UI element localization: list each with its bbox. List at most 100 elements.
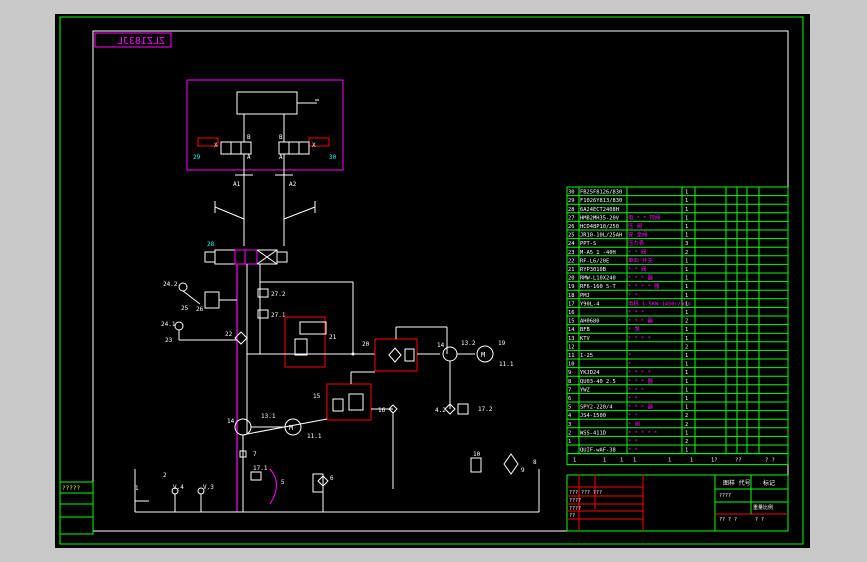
bom-code: PPT-S [580,241,596,247]
bom-no: 11 [568,353,575,359]
svg-text:??: ?? [569,513,575,519]
bom-qty: 1 [685,293,688,299]
bom-qty: 3 [685,241,688,247]
bom-code: JS4-1500 [580,413,606,419]
svg-text:14: 14 [227,418,235,425]
relay-27-1: 27.1 [257,309,286,319]
cylinder [236,91,319,115]
bom-desc: * * [628,293,638,299]
svg-text:5: 5 [281,479,285,486]
svg-text:? ?: ? ? [755,517,764,523]
bom-desc: * * * 器 [628,378,653,385]
bom-desc: 压 阀 [628,222,642,230]
bom-desc: * * 阀 [628,265,646,273]
svg-text:7: 7 [253,451,257,458]
svg-text:6: 6 [330,475,334,482]
bom-code: WSS-411D [580,430,606,436]
bom-qty: 1 [685,215,688,221]
bom-no: 20 [568,276,575,282]
svg-text:X: X [312,142,316,149]
bom-bottom-mark: ? ? [765,458,775,464]
hydraulic-schematic: ZLZ183JL ????? 29 X B A 30 X B A [59,16,804,545]
bom-desc: 安 全阀 [628,231,647,239]
relay-27-2: 27.2 [257,288,286,298]
svg-text:19: 19 [498,340,506,347]
svg-text:????: ???? [719,493,731,499]
bom-no: 30 [568,190,575,196]
svg-text:26: 26 [196,306,204,313]
svg-text:13.2: 13.2 [461,340,476,347]
title-block-mark: 标记 [763,479,775,487]
svg-text:17.2: 17.2 [478,406,493,413]
valve-29: 29 X B A [193,134,252,161]
svg-text:14: 14 [437,342,445,349]
bom-desc: * [628,353,631,359]
bom-qty: 1 [685,224,688,230]
svg-text:1: 1 [135,485,139,492]
bom-code: 6A24ECT2408H [580,207,619,213]
aux-pump-motor: 14 M 13.2 19 11.1 [437,340,514,409]
bom-no: 7 [568,387,571,393]
check-valve-22: 22 [225,331,248,345]
svg-text:27.2: 27.2 [271,291,286,298]
bom-desc: * * * * [628,370,651,376]
bom-bottom-mark: 1 [603,458,606,464]
bom-qty: 1 [685,267,688,273]
bom-qty: 1 [685,198,688,204]
bom-code: QUIF-wAF-38 [580,448,616,454]
svg-text:X: X [214,142,218,149]
bom-qty: 1 [685,190,688,196]
bom-code: BFB [580,327,590,333]
svg-text:30: 30 [329,154,337,161]
svg-text:9: 9 [521,467,525,474]
bom-no: 28 [568,207,575,213]
bom-bottom-mark: 1 [633,458,636,464]
bom-bottom-mark: 1 [690,458,693,464]
bom-code: 1-25 [580,353,593,359]
bom-qty: 1 [685,379,688,385]
bom-desc: * * * 器 [628,404,653,411]
bom-desc: 电机 1.5KW 1450r/min [628,299,691,307]
bom-code: RMW-L10X240 [580,276,616,282]
bom-qty: 1 [685,233,688,239]
bom-no: 18 [568,293,575,299]
bom-no: 29 [568,198,575,204]
bom-qty: 2 [685,413,688,419]
block-15-16: 15 16 [313,371,398,489]
bom-code: F1026Y813/830 [580,198,622,204]
bom-desc: 电 * * 控阀 [628,213,660,221]
gauge-24-2: 24.2 [163,281,201,305]
bom-desc: * * [628,413,638,419]
bom-code: AH0680 [580,319,599,325]
bom-desc: * * * 器 [628,318,653,325]
bom-bottom-mark: 1 [620,458,623,464]
bom-no: 15 [568,319,575,325]
bom-no: 27 [568,215,575,221]
svg-text:20: 20 [362,341,370,348]
bom-no: 13 [568,336,575,342]
svg-text:V.4: V.4 [173,484,184,491]
svg-text:13.1: 13.1 [261,413,276,420]
bom-no: 12 [568,344,575,350]
bom-qty: 1 [685,387,688,393]
bom-no: 10 [568,362,575,368]
bom-desc: * 阀 [628,420,640,428]
bom-desc: * * [628,439,638,445]
suction-line: 7 17.1 5 [239,435,285,512]
bom-no: 9 [568,370,571,376]
bom-no: 26 [568,224,575,230]
bom-desc: 单向 开关 [628,256,653,264]
bom-qty: 1 [685,327,688,333]
bom-code: HMB2MH35-20V [580,215,620,221]
bom-desc: * [628,362,631,368]
bom-no: 14 [568,327,575,333]
bom-qty: 1 [685,276,688,282]
svg-text:A: A [247,154,251,161]
svg-text:23: 23 [165,337,173,344]
bom-qty: 1 [685,336,688,342]
svg-text:B: B [247,134,251,141]
drawing-code-box [94,32,172,48]
valve-28-label: 28 [207,241,215,248]
valve-30: 30 X B A [278,134,337,161]
bom-qty: 1 [685,310,688,316]
